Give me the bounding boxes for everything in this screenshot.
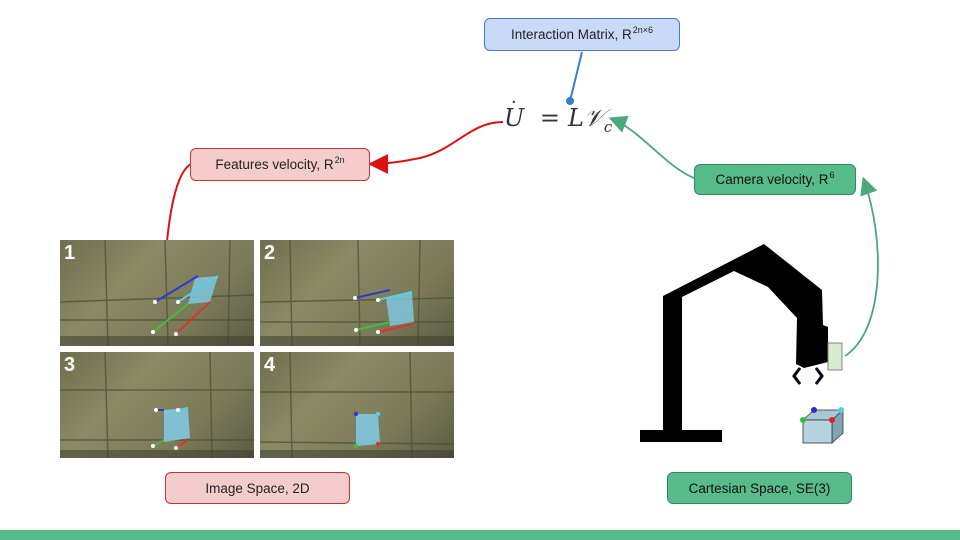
camera-to-equation-arrow [608,115,695,179]
features-velocity-sup: 2n [334,154,345,165]
cartesian-space-box: Cartesian Space, SE(3) [667,472,852,504]
camera-icon [827,342,843,371]
camera-to-velocity-arrow [844,176,879,357]
features-velocity-label: Features velocity, R [215,157,334,172]
panel-4-number: 4 [264,354,276,376]
image-panel-3: 3 [60,352,254,458]
image-panel-1: 1 [60,240,254,346]
panel-3-number: 3 [64,354,76,376]
robot-arm-body [640,244,828,442]
matrix-connector-dot [566,97,574,105]
control-law-equation: U· =L𝒱c [504,92,613,136]
equation-V: 𝒱 [583,104,604,132]
equation-equals: = [539,104,560,132]
image-space-label: Image Space, 2D [205,480,310,496]
bottom-accent-bar [0,530,960,540]
time-derivative-dot: · [511,92,517,113]
target-cube-icon [800,407,845,444]
image-panel-2: 2 [260,240,454,346]
matrix-connector-line [569,51,583,102]
panel-2-number: 2 [264,242,276,264]
gripper-icon [792,367,824,385]
interaction-matrix-sup: 2n×6 [632,24,654,35]
camera-velocity-sup: 6 [829,169,835,180]
equation-L: L [567,104,584,132]
udot-to-features-arrow [368,121,504,174]
cartesian-space-label: Cartesian Space, SE(3) [688,480,831,496]
image-panel-4: 4 [260,352,454,458]
equation-lhs: U· [504,92,525,132]
equation-sub: c [603,117,613,136]
panel-1-number: 1 [64,242,76,264]
interaction-matrix-label: Interaction Matrix, R [510,27,632,42]
camera-velocity-label: Camera velocity, R [715,172,829,187]
image-space-box: Image Space, 2D [165,472,350,504]
